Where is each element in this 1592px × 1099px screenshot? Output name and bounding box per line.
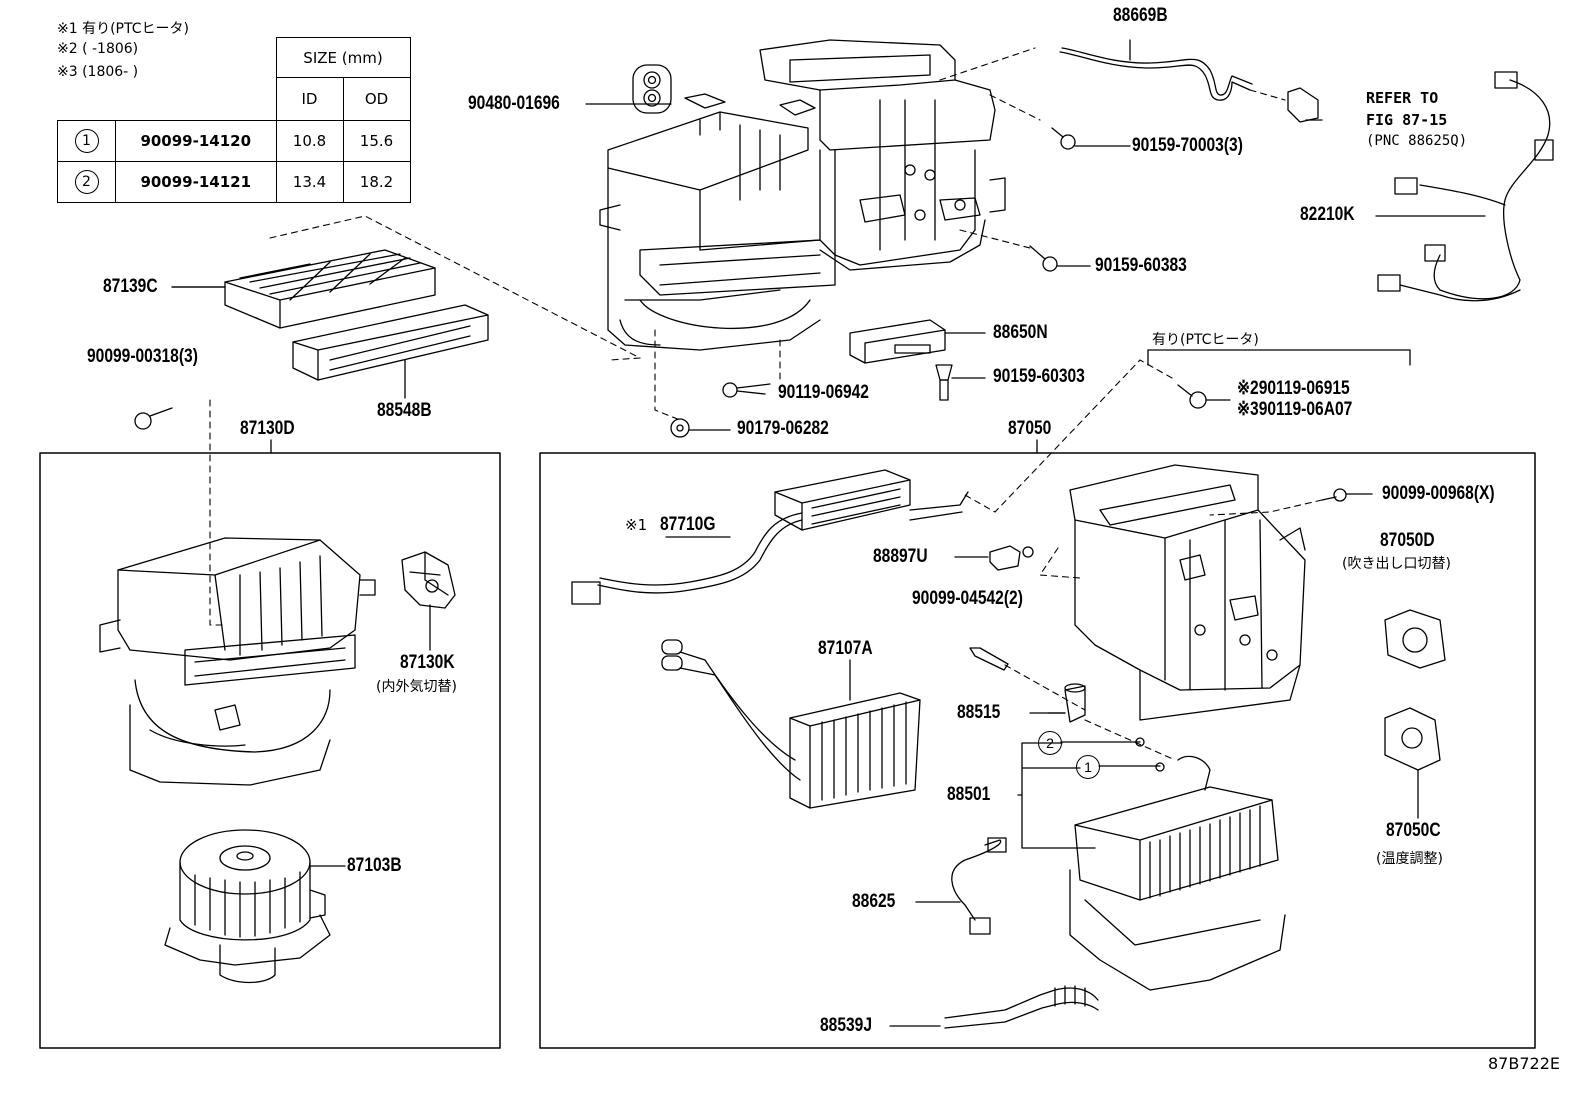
size-table: SIZE (mm) ID OD 1 90099-14120 10.8 15.6 … (57, 37, 411, 203)
table-cell-part: 90099-14120 (115, 120, 277, 162)
bolt-90099-00318 (134, 407, 173, 430)
cover-88548B (292, 304, 489, 381)
label-88650N: 88650N (993, 322, 1048, 343)
control-module-88650N (849, 319, 946, 364)
label-87130K-function: (内外気切替) (376, 679, 457, 695)
refer-line-3: (PNC 88625Q) (1366, 133, 1468, 149)
label-87107A: 87107A (818, 638, 873, 659)
refer-line-2: FIG 87-15 (1366, 111, 1448, 129)
size-table-col-id: ID (275, 77, 344, 121)
actuator-87130K (401, 551, 456, 609)
nut-90179-06282 (670, 418, 731, 438)
size-table-col-od: OD (342, 77, 411, 121)
ptc-heater-87710G (571, 469, 969, 605)
bolt-90099-00968 (1321, 488, 1373, 502)
label-88515: 88515 (957, 702, 1001, 723)
label-90119-06A07: ※390119-06A07 (1237, 399, 1353, 420)
refer-line-1: REFER TO (1366, 89, 1439, 107)
sensor-88625 (951, 837, 1007, 935)
label-88501: 88501 (947, 784, 991, 805)
label-88669B: 88669B (1113, 5, 1168, 26)
grommet-part (632, 64, 672, 114)
label-87050D: 87050D (1380, 530, 1435, 551)
bolt-ptc (1177, 384, 1231, 409)
label-82210K: 82210K (1300, 204, 1355, 225)
drawing-code: 87B722E (1488, 1054, 1560, 1073)
note-before-1806: ※2 ( -1806) (57, 41, 139, 57)
table-row: 1 90099-14120 10.8 15.6 (57, 120, 411, 162)
label-90099-04542: 90099-04542(2) (912, 588, 1023, 609)
bolt-90159-60303 (935, 364, 986, 401)
note-after-1806: ※3 (1806- ) (57, 64, 139, 80)
blower-motor-87103B (164, 829, 331, 984)
label-88539J: 88539J (820, 1015, 872, 1036)
evaporator-88501 (1069, 737, 1286, 991)
callout-mark: 2 (74, 170, 99, 194)
label-88897U: 88897U (873, 546, 928, 567)
expansion-valve-88515 (1064, 683, 1086, 723)
blower-case-87130D (99, 537, 376, 786)
heater-core-87107A (661, 639, 921, 809)
wire-harness-88669B (1059, 47, 1319, 123)
callout-2: 2 (1038, 731, 1062, 755)
servo-87050D (1384, 609, 1446, 669)
wire-harness-82210K (1377, 71, 1554, 302)
bolt-90099-04542 (969, 647, 1009, 671)
table-cell-id: 10.8 (275, 120, 344, 162)
label-87050C: 87050C (1386, 820, 1441, 841)
bolt-90159-70003 (1051, 127, 1131, 150)
label-87130D: 87130D (240, 418, 295, 439)
label-87050C-function: (温度調整) (1376, 851, 1443, 867)
size-table-header: SIZE (mm) (275, 37, 411, 78)
label-87050D-function: (吹き出し口切替) (1342, 556, 1451, 572)
main-hvac-assembly (599, 39, 1006, 351)
hvac-case-87050 (1069, 464, 1306, 721)
bolt-90159-60383 (1029, 245, 1091, 272)
label-ptc-heater: 有り(PTCヒータ) (1152, 332, 1259, 348)
table-cell-od: 18.2 (342, 161, 411, 203)
label-87103B: 87103B (347, 855, 402, 876)
label-90179-06282: 90179-06282 (737, 418, 829, 439)
note-ptc: ※1 有り(PTCヒータ) (57, 21, 189, 37)
filter-87139C (224, 249, 436, 329)
callout-1: 1 (1076, 755, 1100, 779)
label-87139C: 87139C (103, 276, 158, 297)
label-90480-01696: 90480-01696 (468, 93, 560, 114)
bolt-90119-06942 (722, 382, 771, 398)
label-90119-06915: ※290119-06915 (1237, 378, 1350, 399)
sensor-88897U (989, 545, 1034, 571)
drain-hose-88539J (944, 985, 1099, 1029)
label-87710G-mark: ※1 (625, 516, 648, 534)
table-cell-part: 90099-14121 (115, 161, 277, 203)
table-cell-od: 15.6 (342, 120, 411, 162)
callout-mark: 1 (74, 129, 99, 153)
label-90159-60383: 90159-60383 (1095, 255, 1187, 276)
label-87130K: 87130K (400, 652, 455, 673)
label-90119-06942: 90119-06942 (778, 382, 869, 403)
label-90099-00968: 90099-00968(X) (1382, 483, 1495, 504)
label-88548B: 88548B (377, 400, 432, 421)
label-87710G: 87710G (660, 514, 716, 535)
label-88625: 88625 (852, 891, 896, 912)
label-87050: 87050 (1008, 418, 1052, 439)
table-row: 2 90099-14121 13.4 18.2 (57, 161, 411, 203)
table-cell-id: 13.4 (275, 161, 344, 203)
label-90159-70003: 90159-70003(3) (1132, 135, 1243, 156)
label-90159-60303: 90159-60303 (993, 366, 1085, 387)
label-90099-00318: 90099-00318(3) (87, 346, 198, 367)
servo-87050C (1384, 707, 1441, 771)
